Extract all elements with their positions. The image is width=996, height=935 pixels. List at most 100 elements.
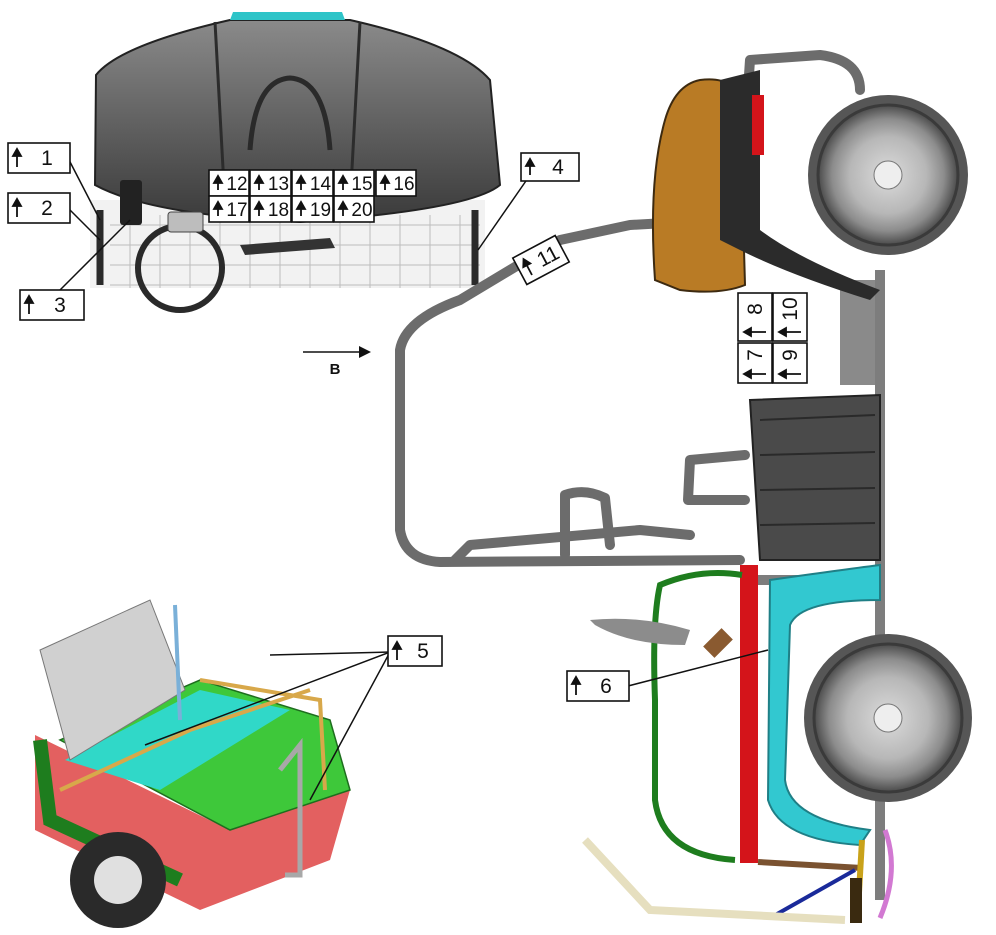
up-arrow-icon bbox=[570, 675, 582, 695]
callout-number: 15 bbox=[351, 174, 372, 195]
roof-view bbox=[90, 12, 502, 313]
callout-number: 12 bbox=[226, 174, 247, 195]
leader-lines bbox=[59, 157, 769, 801]
callout-box bbox=[19, 289, 85, 321]
cyan-side-panel bbox=[766, 563, 881, 847]
up-arrow-icon bbox=[337, 200, 349, 216]
brown-rod bbox=[757, 859, 863, 871]
up-arrow-icon bbox=[391, 640, 403, 660]
rear-red-post bbox=[740, 565, 758, 863]
callout-box bbox=[566, 670, 630, 702]
callout-12: 12 bbox=[208, 169, 250, 197]
callout-box bbox=[772, 342, 808, 384]
callout-10: 10 bbox=[772, 292, 808, 342]
pink-rod bbox=[877, 829, 894, 919]
bed-strap bbox=[173, 604, 182, 721]
callout-20: 20 bbox=[333, 195, 375, 223]
callout-number: 2 bbox=[41, 197, 53, 220]
callout-14: 14 bbox=[291, 169, 334, 197]
up-arrow-icon bbox=[295, 174, 307, 190]
callout-11: 11 bbox=[511, 234, 571, 286]
up-arrow-icon bbox=[522, 257, 533, 276]
cream-rod bbox=[582, 837, 846, 924]
vehicle-side-view bbox=[395, 50, 972, 924]
cab-pillars bbox=[96, 210, 479, 285]
roof-speaker bbox=[120, 180, 142, 225]
brown-mount bbox=[703, 628, 733, 658]
roll-cage-main bbox=[395, 217, 745, 567]
rear-shock-cover bbox=[840, 280, 880, 385]
foot-bar bbox=[450, 525, 695, 565]
callout-number: 5 bbox=[417, 640, 429, 663]
callout-number: 10 bbox=[779, 297, 802, 320]
up-arrow-icon bbox=[11, 197, 23, 217]
callout-number: 17 bbox=[226, 200, 247, 221]
callout-6: 6 bbox=[566, 670, 630, 702]
roof-light-strip bbox=[230, 12, 345, 20]
up-arrow-icon bbox=[212, 200, 224, 216]
callout-number: 6 bbox=[600, 675, 612, 698]
up-arrow-icon bbox=[11, 147, 23, 167]
callout-7: 7 bbox=[737, 342, 773, 384]
up-arrow-icon bbox=[379, 174, 391, 190]
callout-box bbox=[7, 192, 71, 224]
callout-number: 20 bbox=[351, 200, 372, 221]
rear-wheel bbox=[804, 634, 972, 802]
bed-step bbox=[278, 737, 303, 878]
up-arrow-icon bbox=[253, 200, 265, 216]
up-arrow-icon bbox=[337, 174, 349, 190]
blue-rod bbox=[769, 868, 856, 920]
callout-number: 4 bbox=[552, 156, 564, 179]
seat-base-ribs bbox=[759, 414, 876, 526]
rear-hitch bbox=[850, 878, 862, 923]
callout-8: 8 bbox=[737, 292, 773, 342]
callout-number: 13 bbox=[268, 174, 289, 195]
roll-cage-upper bbox=[740, 50, 865, 140]
side-handle bbox=[683, 450, 750, 505]
roof-handle bbox=[247, 75, 333, 151]
front-wheel bbox=[808, 95, 968, 255]
callout-number: 3 bbox=[54, 294, 66, 317]
up-arrow-icon bbox=[777, 368, 801, 380]
up-arrow-icon bbox=[295, 200, 307, 216]
view-arrow-b: B bbox=[303, 346, 371, 378]
callout-number: 1 bbox=[41, 147, 53, 170]
view-label: B bbox=[330, 361, 341, 378]
callout-5: 5 bbox=[387, 635, 443, 667]
up-arrow-icon bbox=[777, 326, 801, 338]
front-red-bar bbox=[752, 95, 764, 155]
callout-16: 16 bbox=[375, 169, 417, 197]
callout-box bbox=[737, 342, 773, 384]
bed-rail bbox=[59, 678, 327, 792]
callout-13: 13 bbox=[249, 169, 292, 197]
up-arrow-icon bbox=[253, 174, 265, 190]
callout-1: 1 bbox=[7, 142, 71, 174]
callout-number: 14 bbox=[310, 174, 332, 195]
callout-2: 2 bbox=[7, 192, 71, 224]
callout-number: 7 bbox=[744, 349, 767, 361]
callout-number: 19 bbox=[310, 200, 331, 221]
cargo-bed-view bbox=[33, 599, 351, 928]
rear-left-wheel bbox=[70, 832, 166, 928]
callout-18: 18 bbox=[249, 195, 292, 223]
up-arrow-icon bbox=[23, 294, 35, 314]
callout-box bbox=[772, 292, 808, 342]
callout-number: 18 bbox=[268, 200, 289, 221]
callout-box bbox=[7, 142, 71, 174]
bed-seat-back bbox=[39, 599, 186, 761]
callout-number: 16 bbox=[393, 174, 414, 195]
roll-cage-seat bbox=[560, 487, 615, 560]
seat-base bbox=[748, 393, 881, 561]
up-arrow-icon bbox=[524, 157, 536, 175]
callout-number: 8 bbox=[744, 303, 767, 315]
green-rail bbox=[651, 569, 743, 863]
floating-bracket bbox=[590, 618, 690, 645]
callout-box bbox=[511, 234, 571, 286]
callout-box bbox=[208, 169, 250, 197]
callout-3: 3 bbox=[19, 289, 85, 321]
mirror bbox=[240, 238, 335, 255]
callout-box bbox=[737, 292, 773, 342]
callout-15: 15 bbox=[333, 169, 375, 197]
